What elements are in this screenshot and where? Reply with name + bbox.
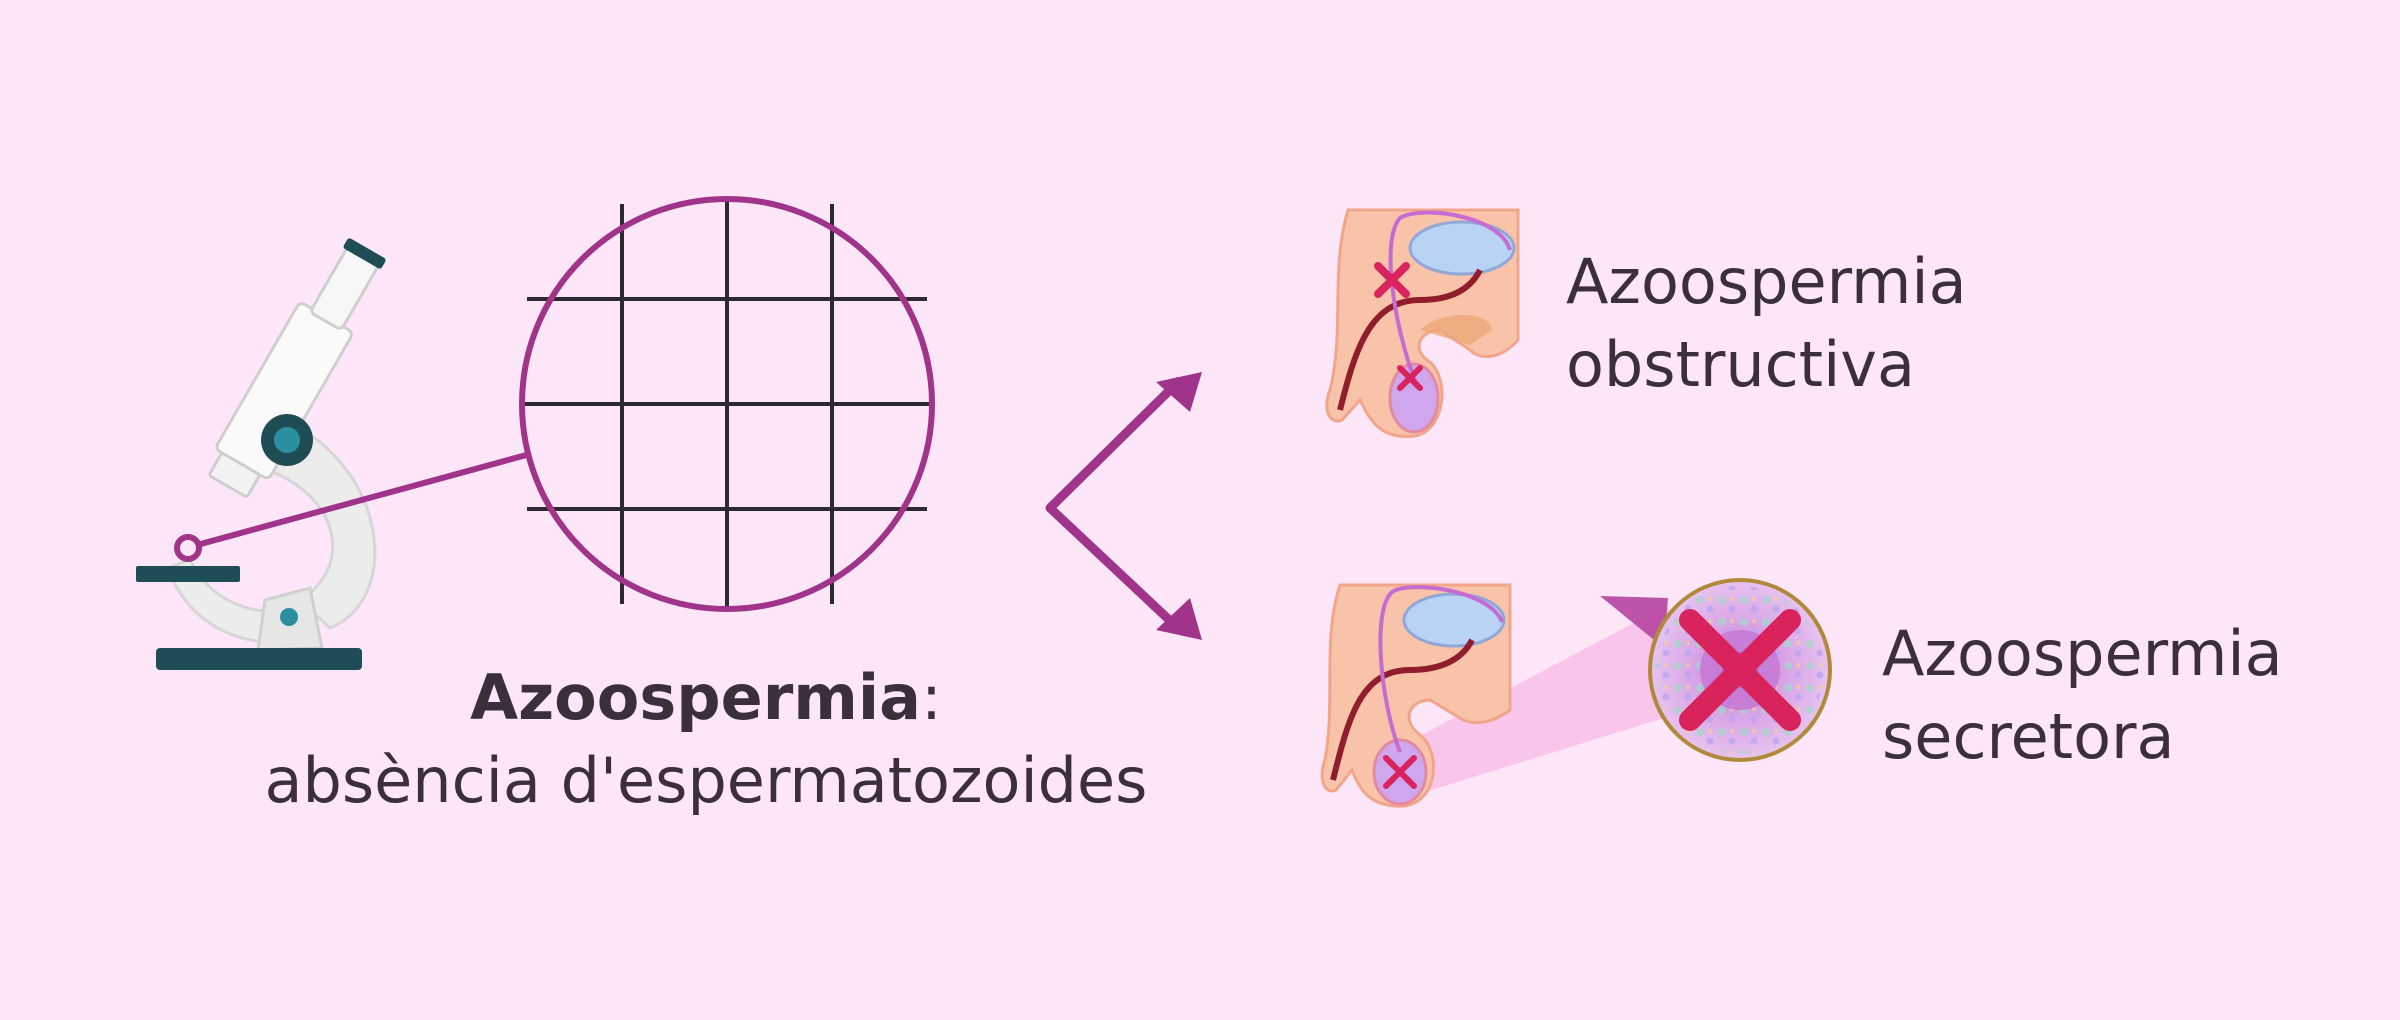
definition-label: absència d'espermatozoides <box>264 744 1148 818</box>
term-label: Azoospermia <box>470 661 921 734</box>
microscope-base <box>156 648 362 670</box>
microscope-icon <box>136 238 386 670</box>
microscope-arm <box>266 417 377 630</box>
magnified-view-grid <box>519 196 935 612</box>
main-caption-term-line: Azoospermia: <box>265 656 1148 739</box>
male-anatomy-icon-obstructive <box>1325 208 1520 438</box>
male-anatomy-icon-secretory <box>1320 583 1722 808</box>
cross-icon <box>1679 609 1801 731</box>
obstructive-type-label: Azoospermia obstructiva <box>1566 240 1967 406</box>
zoom-origin-marker <box>174 534 202 562</box>
secretory-line1: Azoospermia <box>1882 617 2283 690</box>
cross-icon <box>1374 262 1410 298</box>
secretory-line2: secretora <box>1882 700 2175 774</box>
secretory-type-label: Azoospermia secretora <box>1882 612 2283 778</box>
microscope-tube <box>208 238 386 498</box>
tubule-cross-section-icon <box>1600 578 1832 762</box>
microscope-foot-knob <box>280 608 298 626</box>
obstructive-line2: obstructiva <box>1566 328 1915 402</box>
term-suffix: : <box>920 661 942 734</box>
microscope-stage <box>136 566 240 582</box>
cross-icon <box>1383 755 1417 789</box>
branch-arrow-icon <box>1045 372 1202 640</box>
zoom-beam <box>1412 606 1722 796</box>
obstructive-line1: Azoospermia <box>1566 245 1967 318</box>
zoom-line <box>185 451 531 551</box>
cross-icon <box>1397 365 1423 391</box>
main-caption: Azoospermia: absència d'espermatozoides <box>265 656 1148 822</box>
